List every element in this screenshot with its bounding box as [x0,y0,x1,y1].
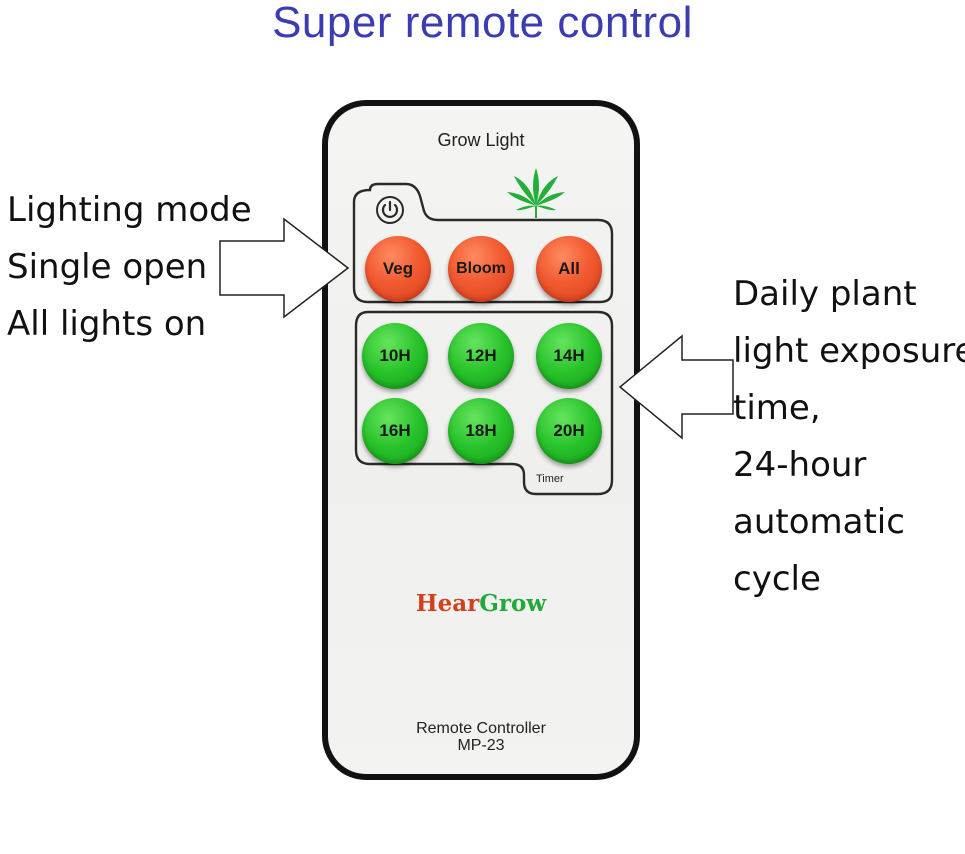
annotation-line: 24-hour [733,445,867,485]
annotation-line: Lighting mode [7,190,252,230]
timer-10h-button[interactable]: 10H [362,323,428,389]
timer-18h-button[interactable]: 18H [448,398,514,464]
remote-face: Grow Light Veg Bloom [328,106,634,774]
timer-annotation: Daily plant light exposure time, 24-hour… [733,266,965,608]
power-icon[interactable] [374,194,406,226]
timer-12h-button[interactable]: 12H [448,323,514,389]
brand-logo: HearGrow [328,590,634,617]
button-panel-outline [352,182,614,496]
brand-hear: Hear [415,590,480,617]
remote-controller-text: Remote Controller [416,720,546,737]
all-mode-button[interactable]: All [536,236,602,302]
timer-14h-button[interactable]: 14H [536,323,602,389]
annotation-line: light exposure [733,331,965,371]
annotation-line: Single open [7,247,208,287]
annotation-line: All lights on [7,304,207,344]
remote-title: Grow Light [437,130,525,150]
remote-model-label: Remote Controller MP-23 [328,720,634,754]
timer-20h-button[interactable]: 20H [536,398,602,464]
annotation-line: cycle [733,559,821,599]
cannabis-leaf-icon [507,168,565,218]
page-heading: Super remote control [272,0,693,47]
timer-label: Timer [536,473,564,485]
annotation-line: time, [733,388,821,428]
timer-16h-button[interactable]: 16H [362,398,428,464]
annotation-line: automatic [733,502,905,542]
remote-control: Grow Light Veg Bloom [322,100,640,780]
lighting-mode-annotation: Lighting mode Single open All lights on [7,182,252,353]
model-number: MP-23 [457,737,505,754]
veg-mode-button[interactable]: Veg [365,236,431,302]
bloom-mode-button[interactable]: Bloom [448,236,514,302]
annotation-line: Daily plant [733,274,917,314]
brand-grow: Grow [479,590,547,617]
